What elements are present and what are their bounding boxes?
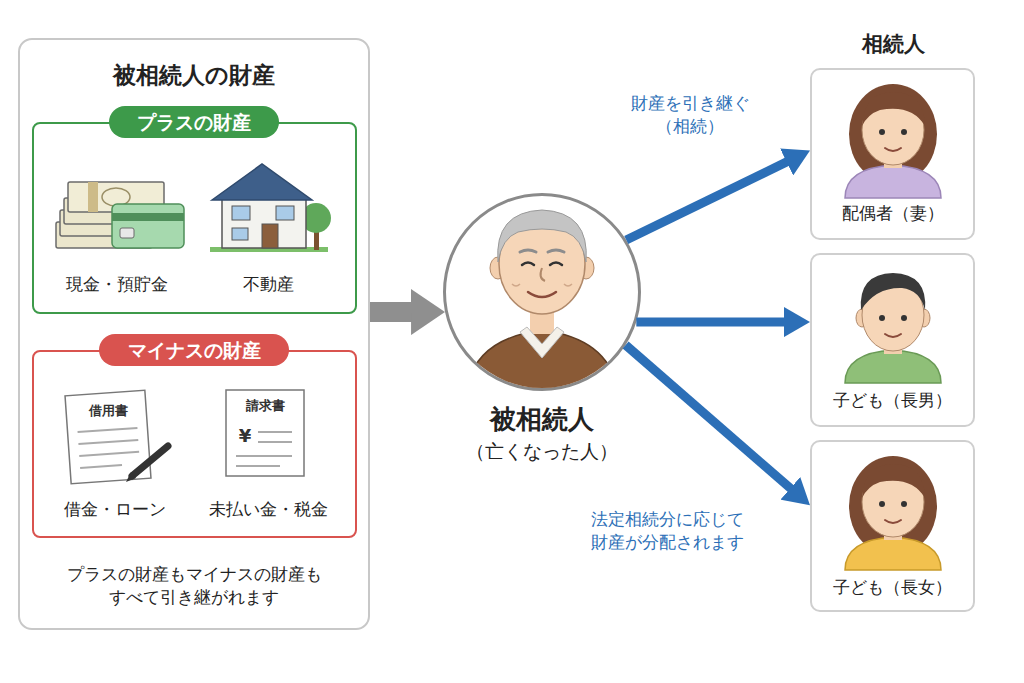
arrow-label: 財産を引き継ぐ （相続）: [620, 92, 760, 138]
invoice-icon: [226, 390, 304, 476]
deceased-circle: 被相続人（亡くなった人）: [443, 193, 641, 391]
heir-box: 子ども（長女）: [810, 440, 975, 612]
circle-outline-shape: [445, 195, 640, 390]
debt-label: 借金・ローン: [45, 498, 185, 521]
loan-document-icon: [65, 390, 168, 483]
wife-illustration: [845, 84, 941, 198]
debt-label: 未払い金・税金: [198, 498, 338, 521]
heir-box: 子ども（長男）: [810, 253, 975, 427]
son-illustration: [845, 273, 941, 383]
inheritance-arrow: [636, 318, 789, 327]
inheritance-arrow: [626, 160, 791, 240]
daughter-illustration: [845, 456, 941, 570]
estate-panel: 被相続人の財産プラスの財産もマイナスの財産も すべて引き継がれますプラスの財産現…: [18, 38, 370, 630]
circle-outline: [443, 193, 641, 391]
heir-label: 子ども（長男）: [810, 389, 975, 412]
inheritance-arrow: [626, 345, 795, 492]
group-badge: マイナスの財産: [99, 334, 289, 366]
panel-title: 被相続人の財産: [18, 60, 370, 91]
negative-assets-box: マイナスの財産借金・ローン未払い金・税金: [32, 350, 357, 538]
cash-icon: [56, 182, 184, 248]
person-note: （亡くなった人）: [413, 439, 671, 465]
heir-label: 配偶者（妻）: [810, 202, 975, 225]
house-icon: [210, 164, 331, 252]
heir-label: 子ども（長女）: [810, 576, 975, 599]
panel-note: プラスの財産もマイナスの財産も すべて引き継がれます: [44, 563, 344, 609]
column-heading: 相続人: [843, 30, 943, 58]
arrow-label: 法定相続分に応じて 財産が分配されます: [580, 508, 755, 554]
deceased-illustration: [466, 210, 618, 400]
person-title: 被相続人: [413, 402, 671, 437]
asset-label: 現金・預貯金: [47, 273, 187, 296]
group-badge: プラスの財産: [109, 106, 279, 138]
positive-assets-box: プラスの財産現金・預貯金不動産: [32, 122, 357, 314]
transfer-arrow: [370, 302, 418, 322]
heir-box: 配偶者（妻）: [810, 68, 975, 240]
asset-label: 不動産: [208, 273, 328, 296]
